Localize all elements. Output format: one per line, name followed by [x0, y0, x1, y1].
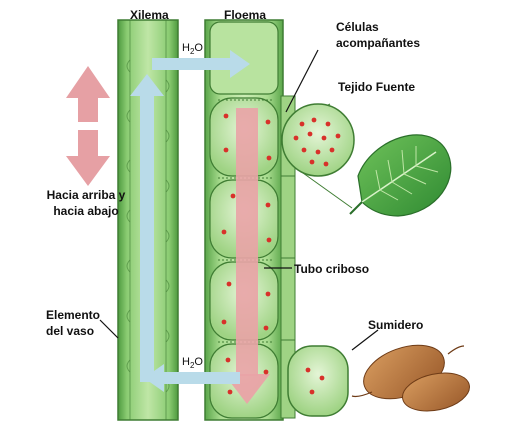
sweet-potato-icon: [351, 344, 470, 412]
vessel-element-label-2: del vaso: [46, 324, 95, 338]
source-tissue-label: Tejido Fuente: [338, 80, 416, 94]
direction-label-2: hacia abajo: [53, 204, 119, 218]
xylem-label: Xilema: [130, 8, 169, 22]
sink-cell: [287, 345, 349, 417]
water-flow-arrows: [130, 50, 250, 392]
sieve-tube-label: Tubo criboso: [294, 262, 370, 276]
direction-label-1: Hacia arriba y: [46, 188, 126, 202]
sugar-dots: [221, 113, 272, 395]
water-label-top: H2O: [182, 42, 203, 57]
source-tissue-cell: [281, 103, 355, 209]
vessel-element-label-1: Elemento: [46, 308, 101, 322]
companion-cells-label-1: Células: [336, 20, 379, 34]
companion-cells-label-2: acompañantes: [336, 36, 421, 50]
sink-label: Sumidero: [368, 318, 424, 332]
double-arrow-icon: [66, 66, 110, 186]
water-label-bottom: H2O: [182, 356, 203, 371]
leader-lines: [99, 49, 379, 351]
leaf-icon: [349, 134, 452, 217]
phloem-label: Floema: [224, 8, 267, 22]
